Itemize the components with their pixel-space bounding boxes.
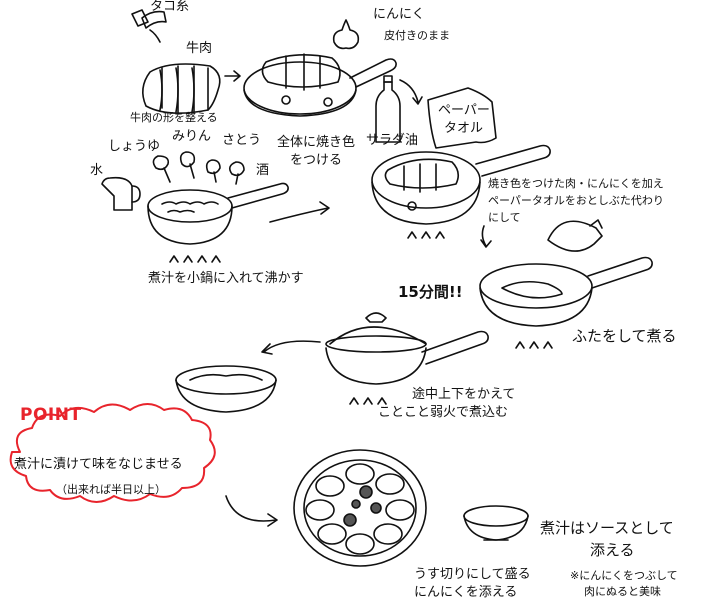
label-flip-1: 途中上下をかえて <box>412 387 516 402</box>
step-arrow <box>269 201 330 223</box>
step-arrow <box>224 70 241 82</box>
tied-beef-icon <box>142 63 221 114</box>
label-note-2: 肉にぬると美味 <box>584 585 661 598</box>
label-string: タコ糸 <box>150 0 190 14</box>
label-salad-oil: サラダ油 <box>366 133 419 148</box>
frying-pan-icon <box>243 53 397 117</box>
label-sake: 酒 <box>256 163 270 178</box>
label-add-3: にして <box>488 211 521 224</box>
marinate-pan-icon <box>175 365 277 413</box>
label-cover-simmer: ふたをして煮る <box>572 327 677 345</box>
saucepan-icon <box>147 182 289 263</box>
step-arrow <box>399 79 423 105</box>
seasoning-icons <box>101 151 245 211</box>
label-note-1: ※にんにくをつぶして <box>570 569 678 582</box>
label-boil-sauce: 煮汁を小鍋に入れて沸かす <box>148 271 304 286</box>
label-garlic: にんにく <box>373 7 425 22</box>
label-plate-1: うす切りにして盛る <box>414 567 531 582</box>
label-brown-2: をつける <box>289 153 342 168</box>
string-spool-icon <box>131 9 167 43</box>
pot-with-beef-icon <box>371 144 551 239</box>
label-sugar: さとう <box>222 133 262 148</box>
label-water: 水 <box>90 163 104 178</box>
step-arrow <box>261 340 321 355</box>
label-soy-sauce: しょうゆ <box>108 139 161 154</box>
paper-towel-icon <box>427 87 497 149</box>
label-point: POINT <box>20 405 82 425</box>
step-arrow <box>225 495 278 527</box>
simmer-pot-icon <box>479 256 653 349</box>
garlic-icon <box>332 19 360 50</box>
label-brown-1: 全体に焼き色 <box>276 135 355 150</box>
oil-bottle-icon <box>375 75 401 143</box>
label-add-1: 焼き色をつけた肉・にんにくを加え <box>488 177 664 190</box>
label-sauce-2: 添える <box>590 541 635 559</box>
sauce-dish-icon <box>463 505 529 541</box>
label-shape-beef: 牛肉の形を整える <box>130 111 218 124</box>
serving-plate-icon <box>293 449 427 567</box>
point-bubble <box>9 403 216 503</box>
label-plate-2: にんにくを添える <box>414 585 518 600</box>
step-arrow <box>480 225 492 248</box>
lidded-pan-icon <box>325 312 489 405</box>
label-beef: 牛肉 <box>186 41 213 56</box>
label-add-2: ペーパータオルをおとしぶた代わり <box>488 194 664 207</box>
label-paper-towel-2: タオル <box>444 121 484 136</box>
label-paper-towel-1: ペーパー <box>438 103 490 118</box>
label-sauce-1: 煮汁はソースとして <box>540 519 674 537</box>
label-mirin: みりん <box>172 129 212 144</box>
label-flip-2: ことこと弱火で煮込む <box>378 405 509 420</box>
label-garlic-skin: 皮付きのまま <box>384 29 450 42</box>
drop-lid-icon <box>547 219 603 252</box>
label-point-2: （出来れば半日以上） <box>56 483 166 496</box>
label-point-1: 煮汁に漬けて味をなじませる <box>14 457 183 472</box>
label-fifteen-min: 15分間!! <box>398 283 463 301</box>
